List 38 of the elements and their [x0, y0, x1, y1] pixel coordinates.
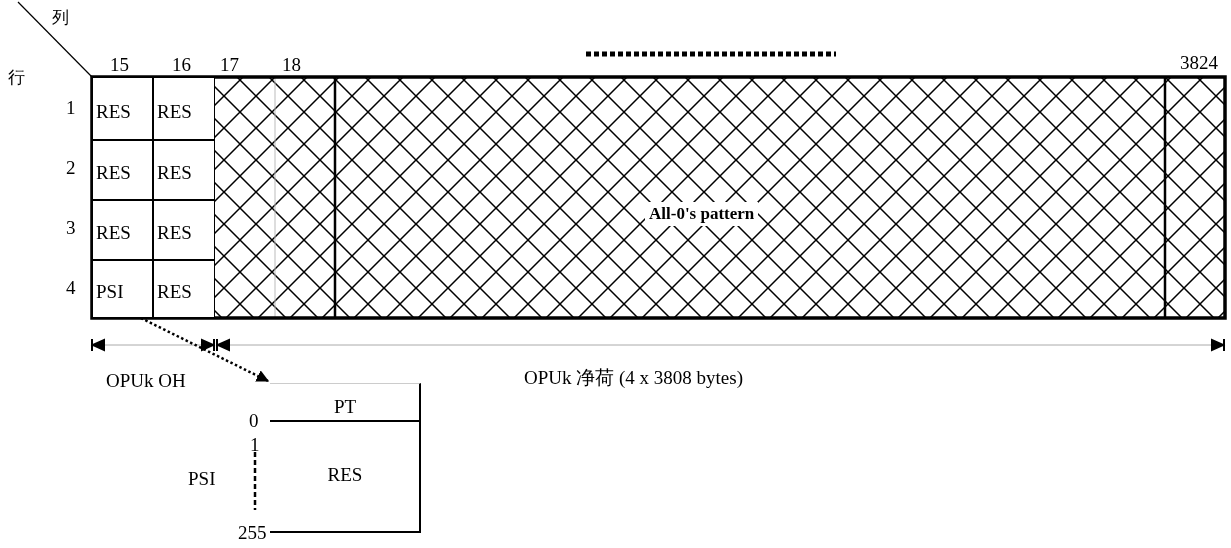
label-text: 1: [250, 434, 260, 456]
label-text: 2: [66, 157, 76, 179]
label-text: OPUk OH: [106, 370, 186, 392]
label-text: 18: [282, 54, 301, 76]
byte-cell: [92, 140, 153, 200]
byte-cell: [92, 260, 153, 318]
label-text: 4: [66, 277, 76, 299]
cell-text: RES: [157, 280, 192, 303]
byte-cell: [153, 77, 215, 140]
cell-text: RES: [157, 161, 192, 184]
label-text: 3: [66, 217, 76, 239]
label-text: 17: [220, 54, 239, 76]
pattern-label: All-0's pattern: [645, 202, 759, 226]
label-text: 1: [66, 97, 76, 119]
cell-text: RES: [96, 99, 131, 123]
cell-text: RES: [96, 161, 131, 184]
field-text: RES: [327, 464, 363, 486]
byte-cell: [153, 260, 215, 318]
label-text: 0: [249, 410, 259, 432]
label-text: 255: [238, 522, 267, 544]
psi-field-bracket: [270, 383, 421, 533]
label-text: OPUk 净荷 (4 x 3808 bytes): [524, 366, 744, 390]
dotted-arrow: [140, 316, 270, 383]
byte-cell: [92, 77, 153, 140]
cell-text: RES: [157, 99, 192, 123]
byte-cell: [153, 200, 215, 260]
label-text: 3824: [1180, 52, 1218, 74]
byte-cell: [92, 200, 153, 260]
byte-cell: [153, 140, 215, 200]
cell-text: RES: [96, 221, 131, 244]
cell-text: PSI: [96, 280, 124, 303]
field-text: PT: [333, 396, 357, 418]
label-text: 行: [8, 66, 25, 89]
label-text: 列: [52, 6, 69, 29]
label-text: PSI: [188, 468, 216, 490]
cell-text: RES: [157, 221, 192, 244]
label-text: 15: [110, 54, 129, 76]
label-text: 16: [172, 54, 191, 76]
